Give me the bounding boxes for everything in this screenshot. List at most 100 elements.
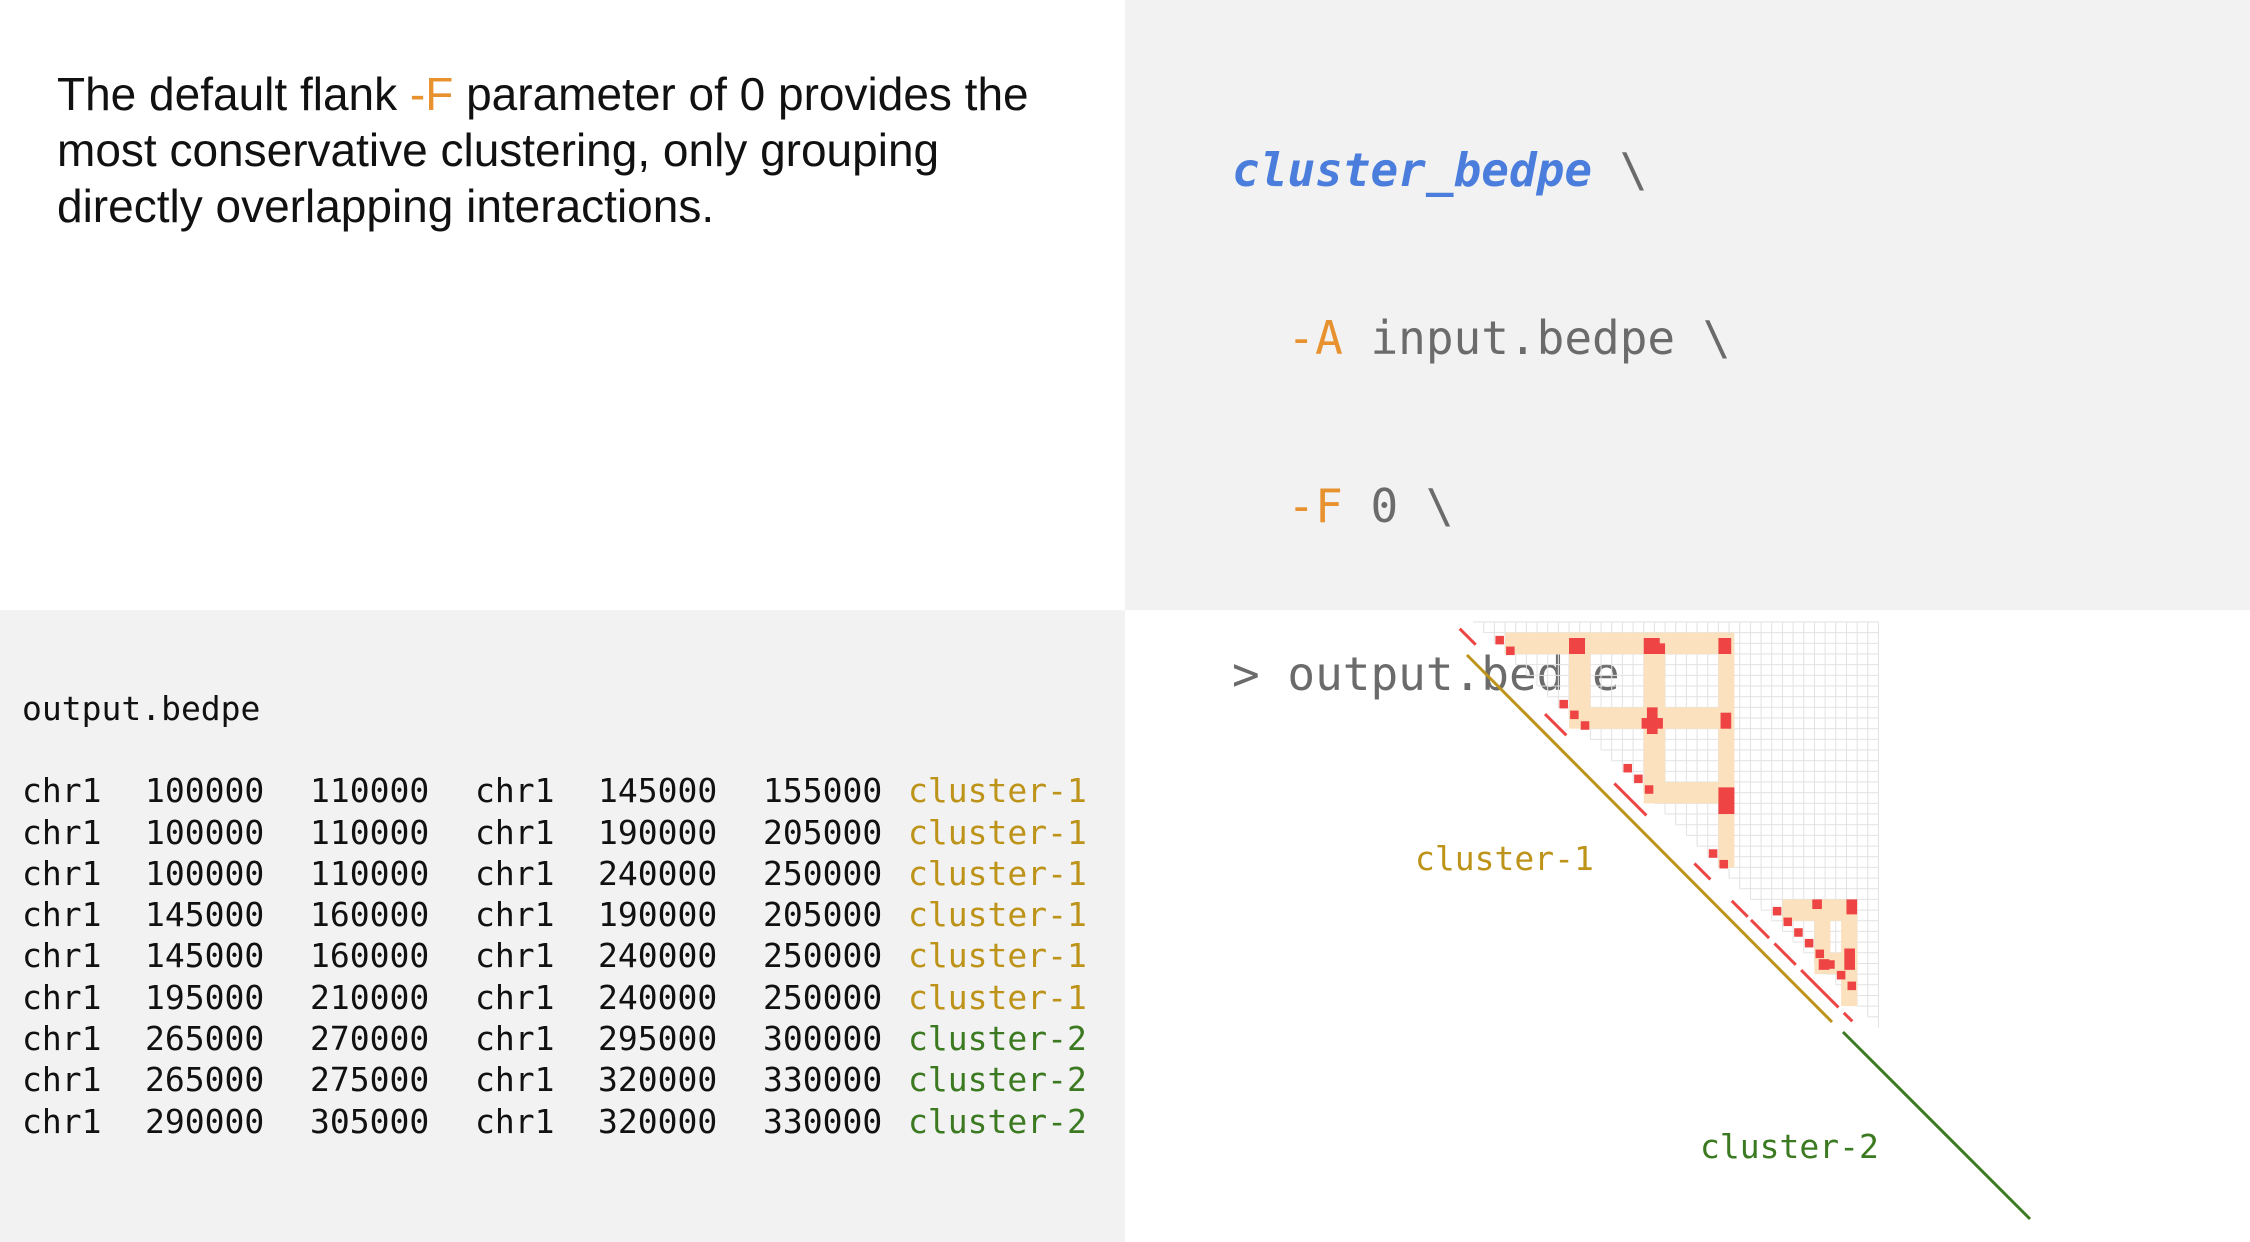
interaction-cell [1818, 959, 1830, 970]
command-opt-a: -A [1287, 311, 1343, 365]
cell-chrom1: chr1 [22, 1019, 102, 1059]
interaction-cell [1634, 774, 1643, 784]
cluster-2-diagonal [1841, 1030, 2032, 1221]
cell-cluster: cluster-2 [908, 1101, 1087, 1141]
cell-chrom2: chr1 [475, 1060, 555, 1100]
cell-cluster: cluster-2 [908, 1060, 1087, 1100]
contact-map-interactions [1495, 635, 1858, 991]
interaction-cell [1623, 763, 1632, 773]
flank-block [1718, 632, 1735, 868]
cell-start2: 240000 [598, 853, 718, 893]
cell-chrom2: chr1 [475, 936, 555, 976]
cell-chrom2: chr1 [475, 1019, 555, 1059]
diagonal-stripe [1800, 969, 1840, 1009]
interaction-cell [1804, 938, 1814, 948]
interaction-cell [1826, 960, 1835, 969]
cell-cluster: cluster-2 [908, 1019, 1087, 1059]
cell-start2: 295000 [598, 1019, 718, 1059]
cell-chrom1: chr1 [22, 771, 102, 811]
description-before: The default flank [57, 68, 410, 120]
cell-start2: 240000 [598, 936, 718, 976]
cell-end2: 205000 [763, 895, 883, 935]
cell-start1: 265000 [145, 1060, 265, 1100]
command-redirect: > output.bedpe [1232, 647, 1620, 701]
output-rows: chr1 100000 110000 chr1 145000 155000 cluster-… [22, 770, 1087, 1142]
diagonal-stripe [1730, 899, 1749, 918]
interaction-cell [1794, 928, 1803, 937]
cell-end2: 250000 [763, 936, 883, 976]
cell-chrom1: chr1 [22, 895, 102, 935]
cell-chrom2: chr1 [475, 853, 555, 893]
interaction-cell [1495, 635, 1504, 645]
diagonal-stripe [1458, 627, 1477, 646]
cell-end2: 250000 [763, 977, 883, 1017]
interaction-cell [1846, 899, 1858, 915]
interaction-cell [1580, 721, 1590, 730]
cell-chrom2: chr1 [475, 977, 555, 1017]
cluster-1-diagonal [1465, 653, 1834, 1024]
cell-end2: 155000 [763, 771, 883, 811]
cell-end1: 160000 [310, 895, 430, 935]
cell-start2: 190000 [598, 812, 718, 852]
command-block: cluster_bedpe \ -A input.bedpe \ -F 0 \ … [1232, 30, 1731, 758]
command-opt-f: -F [1287, 479, 1343, 533]
interaction-cell [1836, 970, 1846, 980]
cell-cluster: cluster-1 [908, 977, 1087, 1017]
interaction-cell [1506, 646, 1515, 656]
description-text: The default flank -F parameter of 0 prov… [57, 66, 1097, 234]
interaction-cell [1719, 859, 1729, 869]
cell-end2: 205000 [763, 812, 883, 852]
cell-chrom2: chr1 [475, 895, 555, 935]
cell-start2: 240000 [598, 977, 718, 1017]
cell-end1: 270000 [310, 1019, 430, 1059]
interaction-cell [1783, 917, 1793, 927]
cell-end1: 110000 [310, 771, 430, 811]
cell-chrom1: chr1 [22, 812, 102, 852]
cell-chrom2: chr1 [475, 1101, 555, 1141]
cell-chrom1: chr1 [22, 1101, 102, 1141]
cell-end2: 330000 [763, 1060, 883, 1100]
cell-start2: 320000 [598, 1060, 718, 1100]
description-after: parameter of 0 provides the most conserv… [57, 68, 1029, 232]
cell-end2: 250000 [763, 853, 883, 893]
flank-block [1505, 632, 1730, 655]
cell-start1: 195000 [145, 977, 265, 1017]
interaction-cell [1570, 710, 1579, 720]
cell-start1: 145000 [145, 936, 265, 976]
cell-cluster: cluster-1 [908, 771, 1087, 811]
command-line-4: > output.bedpe [1232, 646, 1731, 702]
cell-start1: 290000 [145, 1101, 265, 1141]
cell-start2: 145000 [598, 771, 718, 811]
command-line-1: cluster_bedpe \ [1232, 142, 1731, 198]
command-line-2: -A input.bedpe \ [1232, 310, 1730, 366]
interaction-cell [1559, 699, 1568, 709]
cell-start1: 100000 [145, 853, 265, 893]
cluster-1-label: cluster-1 [1415, 839, 1594, 878]
command-panel [1125, 0, 2250, 610]
cell-end1: 305000 [310, 1101, 430, 1141]
interaction-cell [1844, 948, 1855, 970]
diagonal-stripe [1842, 1011, 1854, 1023]
output-title: output.bedpe [22, 689, 261, 728]
cell-start2: 190000 [598, 895, 718, 935]
contact-map-diagonals [1458, 627, 2032, 1221]
command-program: cluster_bedpe [1232, 143, 1593, 197]
diagonal-stripe [1613, 782, 1648, 817]
cell-end1: 110000 [310, 812, 430, 852]
interaction-cell [1812, 899, 1822, 910]
description-panel [0, 0, 1125, 610]
interaction-cell [1720, 712, 1732, 729]
output-panel [0, 610, 1125, 1242]
cluster-2-label: cluster-2 [1700, 1127, 1879, 1166]
interaction-cell [1847, 981, 1857, 991]
cell-start2: 320000 [598, 1101, 718, 1141]
